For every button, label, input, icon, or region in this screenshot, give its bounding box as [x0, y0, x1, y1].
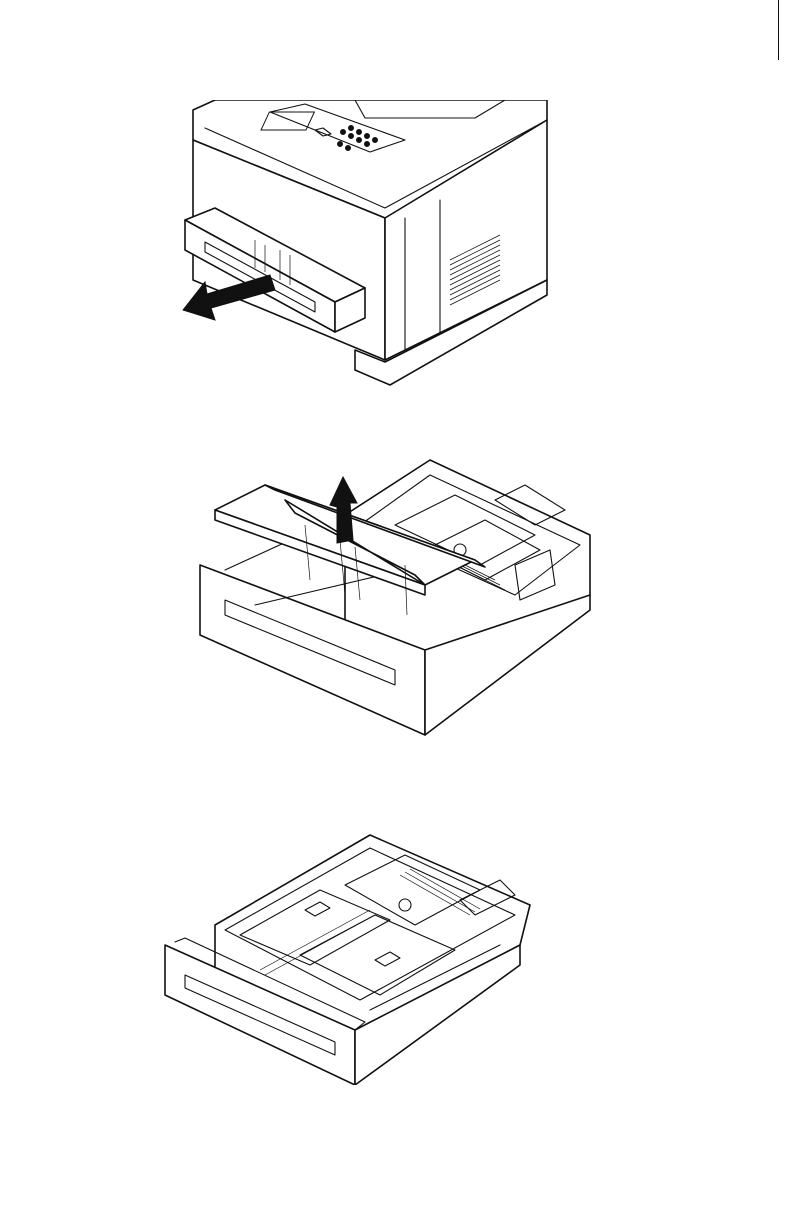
lift-tray-cover-illustration — [195, 455, 595, 740]
page-edge-rule — [778, 0, 779, 60]
remove-tray-from-printer-illustration — [175, 100, 555, 390]
open-paper-tray-illustration — [160, 830, 540, 1085]
